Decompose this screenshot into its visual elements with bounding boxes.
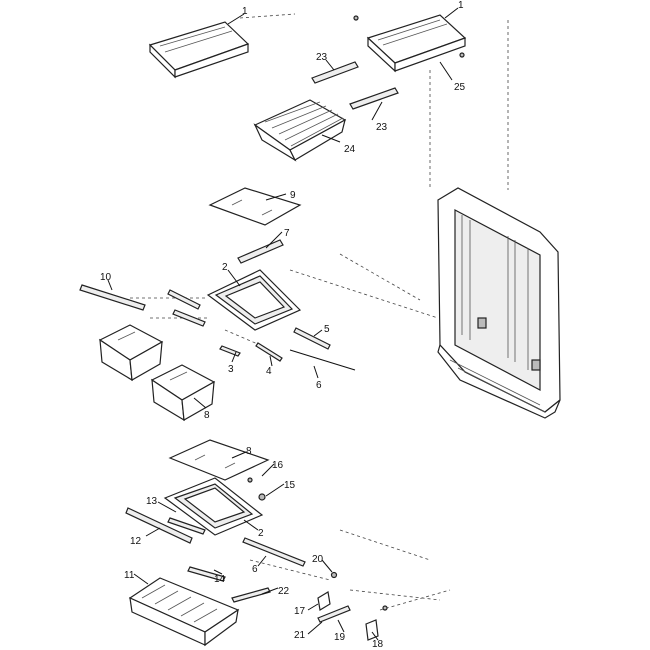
callout-3: 3 (228, 364, 234, 375)
refrigerator-liner (437, 187, 561, 419)
callout-15: 15 (284, 480, 296, 491)
shelf-rails-23 (311, 61, 399, 110)
door-shelf-right (353, 14, 467, 73)
shelf-bracket-7 (237, 239, 284, 264)
callout-11: 11 (124, 570, 135, 581)
callout-18: 18 (372, 639, 384, 650)
callout-6-lower: 6 (252, 564, 258, 575)
callout-5: 5 (324, 324, 330, 335)
callout-20: 20 (312, 554, 324, 565)
callout-13: 13 (146, 496, 158, 507)
callout-labels: 1 1 23 25 23 24 9 7 2 10 5 3 4 6 8 8 16 … (100, 0, 466, 650)
assembly-guide-lines (130, 13, 509, 611)
callout-leaders (107, 7, 459, 641)
callout-8-upper: 8 (204, 410, 210, 421)
door-shelf-left (148, 21, 250, 79)
callout-24: 24 (344, 144, 356, 155)
callout-19: 19 (334, 632, 346, 643)
callout-25: 25 (454, 82, 466, 93)
crisper-rails-upper (79, 284, 356, 371)
hinge-parts (231, 571, 388, 641)
callout-1-right: 1 (458, 0, 464, 11)
glass-shelf-lower (168, 439, 270, 481)
callout-1-left: 1 (242, 6, 248, 17)
callout-16: 16 (272, 460, 284, 471)
callout-12: 12 (130, 536, 142, 547)
callout-23-upper: 23 (316, 52, 328, 63)
callout-9: 9 (290, 190, 296, 201)
glass-shelf-upper (208, 187, 302, 226)
callout-10: 10 (100, 272, 112, 283)
callout-2-lower: 2 (258, 528, 264, 539)
callout-17: 17 (294, 606, 306, 617)
callout-8-lower: 8 (246, 446, 252, 457)
callout-14: 14 (214, 574, 226, 585)
crisper-drawer-left (98, 324, 164, 382)
crisper-rails-lower (125, 507, 306, 582)
callout-23-lower: 23 (376, 122, 388, 133)
shelf-frame-lower (163, 477, 266, 536)
freezer-basket-11 (128, 577, 240, 647)
callout-22: 22 (278, 586, 290, 597)
shelf-frame-upper (206, 269, 302, 331)
callout-4: 4 (266, 366, 272, 377)
wire-basket-24 (253, 99, 347, 162)
callout-2-upper: 2 (222, 262, 228, 273)
callout-6-upper: 6 (316, 380, 322, 391)
callout-21: 21 (294, 630, 306, 641)
callout-7: 7 (284, 228, 290, 239)
